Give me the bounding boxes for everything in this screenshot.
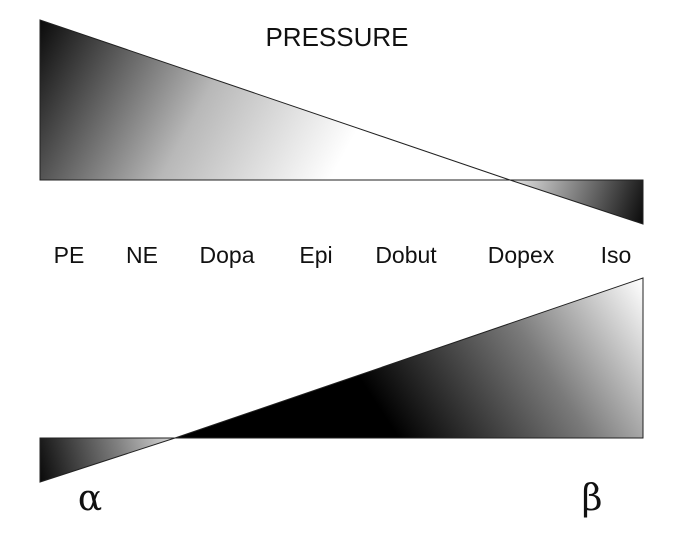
pressure-wedge-group: [39, 19, 644, 225]
beta-label: β: [582, 478, 603, 519]
pressure-wedge-small: [509, 179, 644, 225]
alpha-wedge-small: [39, 437, 176, 483]
drug-label-dopex: Dopex: [488, 242, 555, 268]
drug-label-ne: NE: [126, 242, 158, 268]
drug-label-epi: Epi: [299, 242, 332, 268]
drug-label-row: PE NE Dopa Epi Dobut Dopex Iso: [54, 242, 632, 268]
title: PRESSURE: [265, 22, 408, 52]
drug-label-dopa: Dopa: [200, 242, 255, 268]
drug-label-pe: PE: [54, 242, 85, 268]
alpha-label: α: [78, 478, 102, 519]
beta-wedge-large: [174, 277, 644, 439]
drug-label-dobut: Dobut: [375, 242, 437, 268]
receptor-wedge-group: [39, 277, 644, 483]
drug-label-iso: Iso: [601, 242, 632, 268]
